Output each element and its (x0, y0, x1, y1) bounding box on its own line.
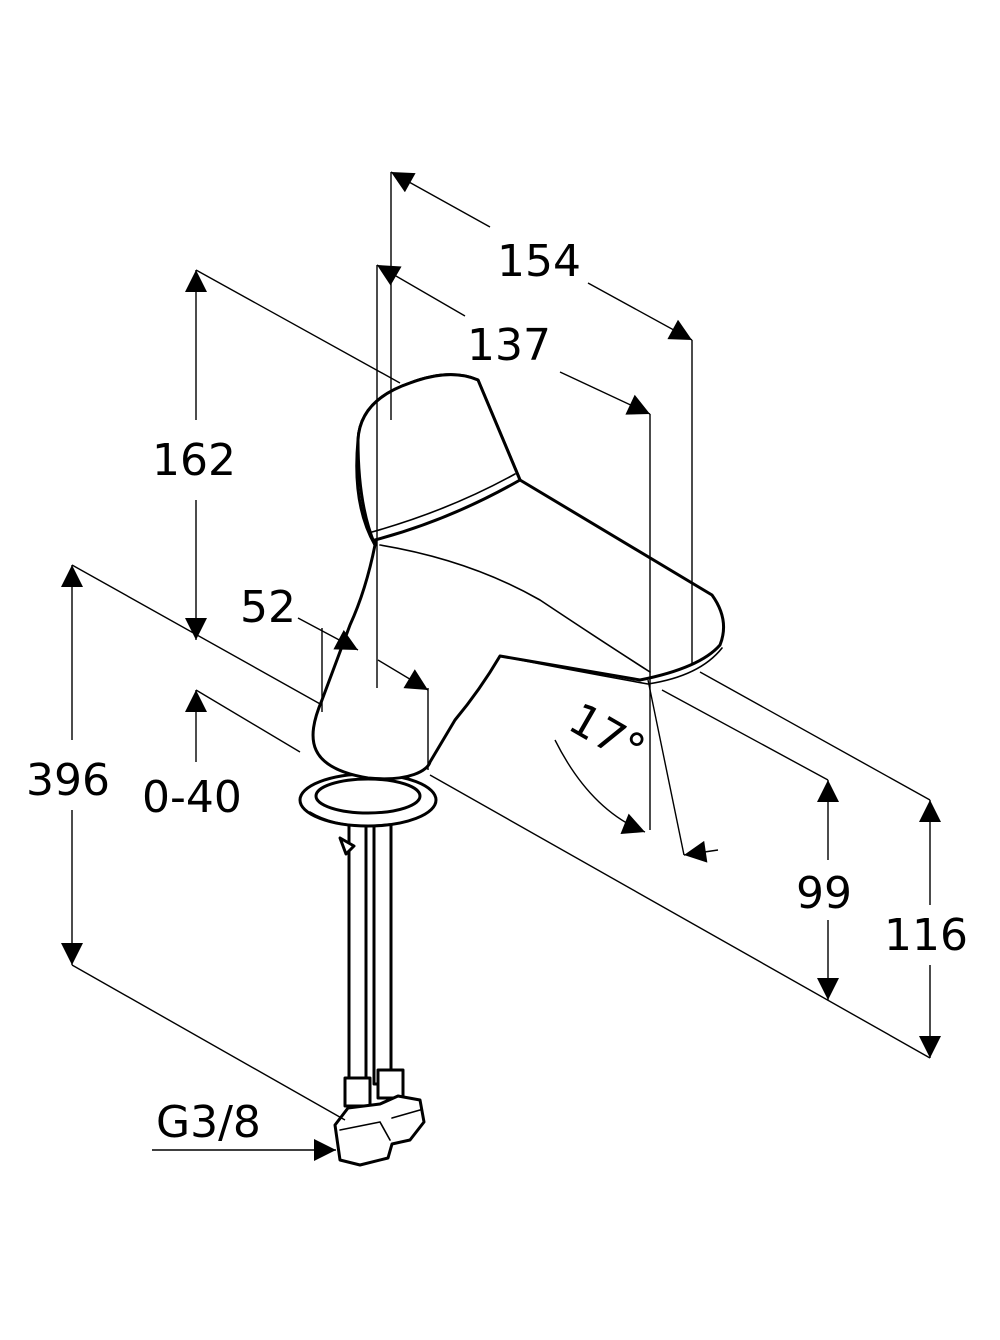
label-spout-angle: 17° (560, 693, 653, 776)
label-total-length: 154 (497, 236, 581, 287)
supply-hoses (343, 782, 405, 1108)
label-overall-height: 396 (26, 755, 110, 806)
label-tap-height: 116 (884, 910, 968, 961)
dimension-labels: 154 137 162 52 396 0-40 17° 99 116 G3/8 (26, 236, 968, 1148)
label-connection-thread: G3/8 (156, 1097, 261, 1148)
faucet-illustration (298, 373, 726, 1167)
dimension-lines (61, 171, 941, 1161)
mounting-ring (298, 772, 438, 856)
lever-handle (356, 373, 522, 547)
label-lever-height: 162 (152, 435, 236, 486)
label-body-diameter: 52 (240, 582, 296, 633)
label-spout-outlet-height: 99 (796, 868, 852, 919)
label-deck-thickness: 0-40 (142, 772, 242, 823)
connection-fitting (333, 1094, 426, 1167)
label-spout-length: 137 (467, 320, 551, 371)
spout-top (379, 544, 651, 673)
